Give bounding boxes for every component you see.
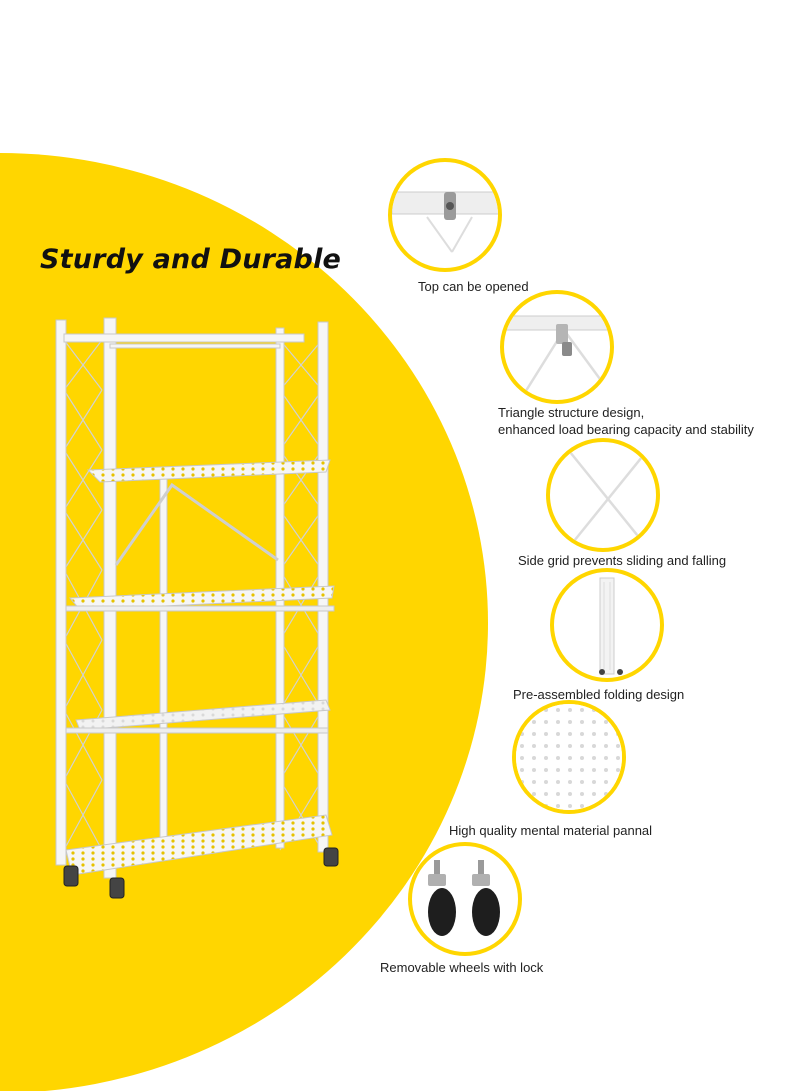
triangle-brace-icon [500, 290, 614, 404]
folding-shelf-rack-image [55, 317, 339, 899]
cross-grid-icon [546, 438, 660, 552]
hinge-closeup-icon [388, 158, 502, 272]
feature-caption: High quality mental material pannal [449, 823, 653, 838]
folded-frame-icon [550, 568, 664, 682]
caster-wheels-icon [408, 842, 522, 956]
perforated-panel-icon [512, 700, 626, 814]
feature-caption: Side grid prevents sliding and falling [518, 553, 727, 568]
feature-caption: Pre-assembled folding design [513, 687, 685, 702]
headline: Sturdy and Durable [40, 244, 342, 275]
feature-caption: Removable wheels with lock [380, 960, 544, 975]
feature-caption: Top can be opened [418, 279, 529, 294]
feature-caption: Triangle structure design, enhanced load… [498, 405, 754, 437]
